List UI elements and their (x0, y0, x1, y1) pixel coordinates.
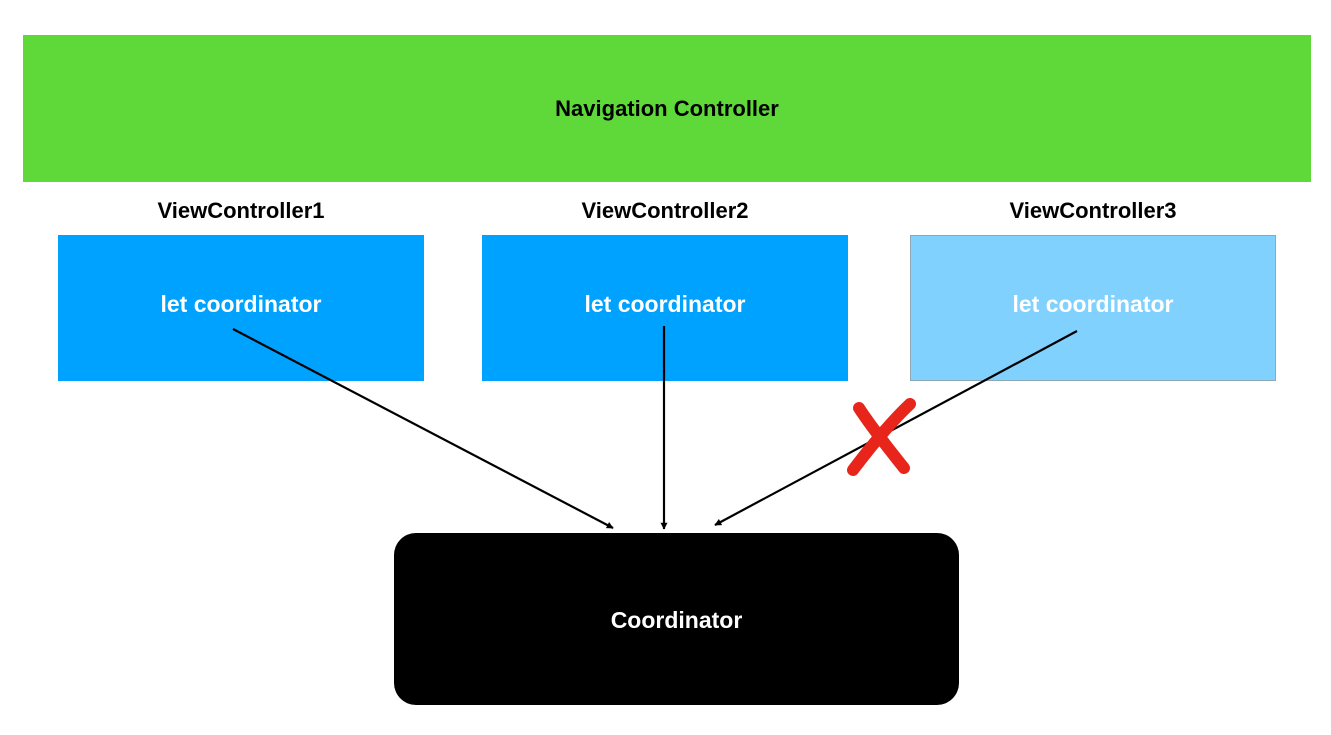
red-x-icon (847, 398, 916, 476)
view-controller-1-property: let coordinator (160, 290, 322, 317)
navigation-controller: Navigation Controller (23, 35, 1311, 182)
view-controller-1-box: let coordinator (58, 235, 424, 381)
coordinator-box: Coordinator (394, 533, 959, 705)
view-controller-2-title: ViewController2 (581, 198, 749, 223)
view-controller-2-property: let coordinator (584, 290, 746, 317)
coordinator-label: Coordinator (610, 606, 743, 633)
view-controller-1-title: ViewController1 (157, 198, 325, 223)
view-controller-2-box: let coordinator (482, 235, 848, 381)
navigation-controller-label: Navigation Controller (555, 95, 779, 121)
view-controller-3-property: let coordinator (1012, 290, 1174, 317)
view-controller-3-box: let coordinator (910, 235, 1276, 381)
view-controller-3-title: ViewController3 (1009, 198, 1177, 223)
